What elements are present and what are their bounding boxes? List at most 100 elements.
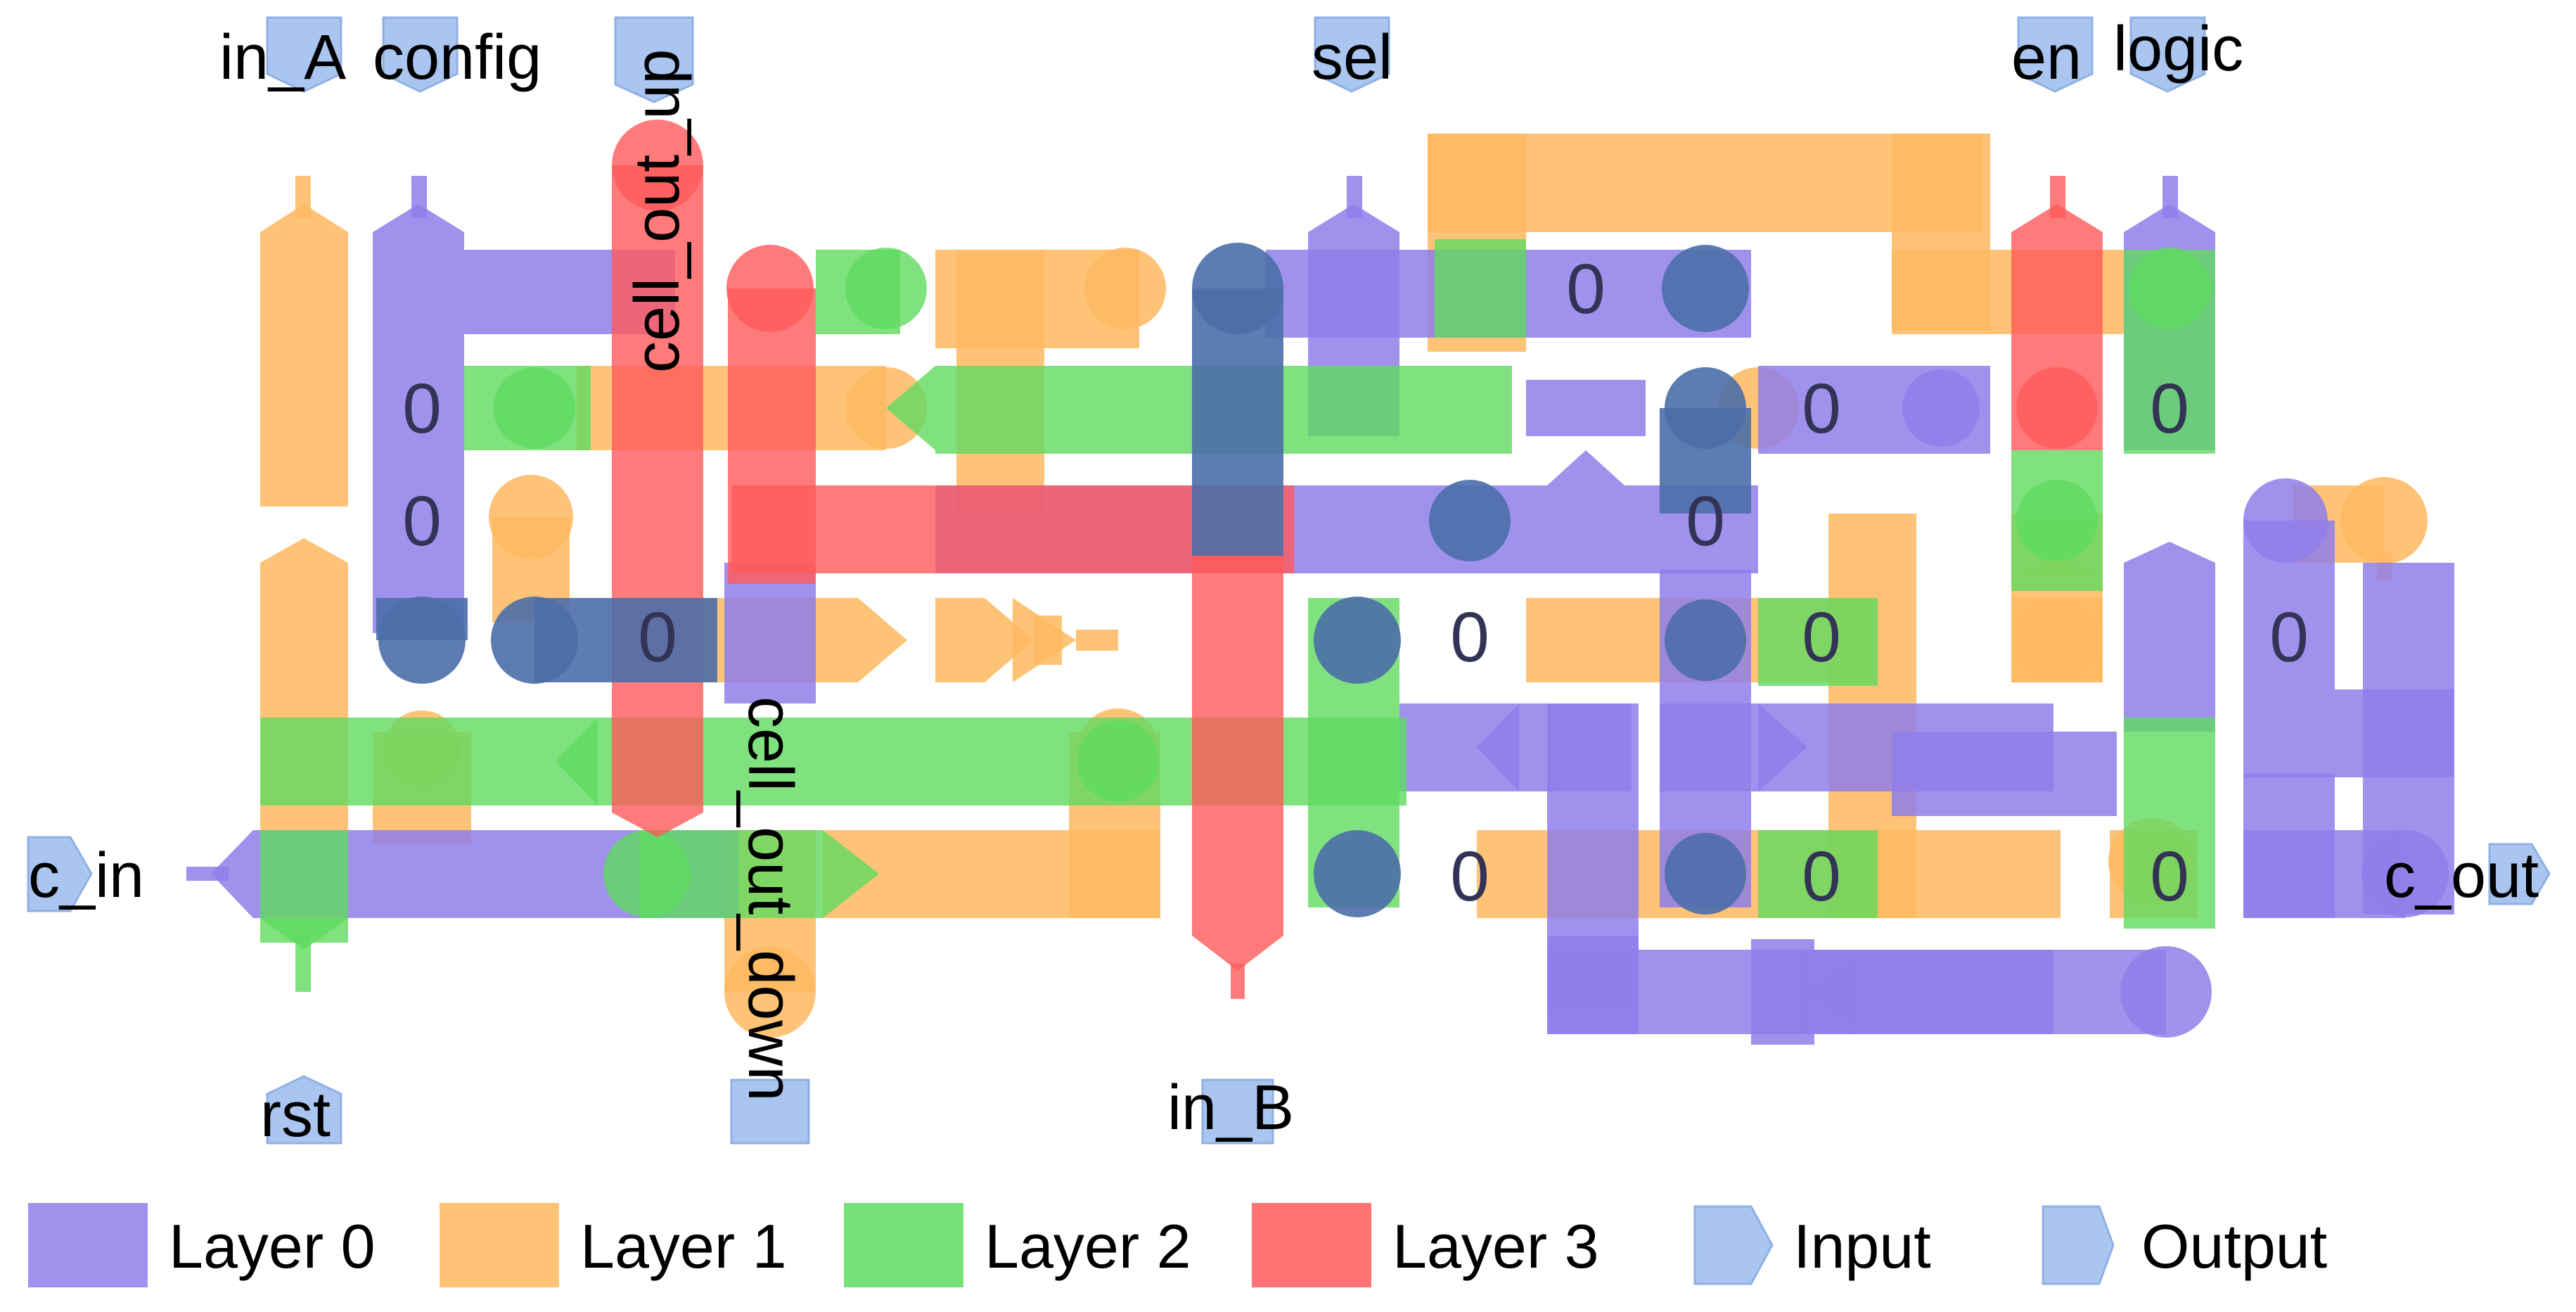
cell-value: 0 [638,598,677,677]
via [1429,480,1511,561]
cell-value: 0 [1686,482,1725,561]
layer2-pad [603,830,691,917]
via-group [376,243,1751,917]
layer2-arrow [260,918,348,950]
layer2-pad [2129,248,2210,329]
port-marker-logic [2129,16,2206,93]
via [491,597,578,684]
layer0-wire [186,867,229,881]
port-label-logic: logic [2113,14,2243,84]
port-label-c_out: c_out [2384,841,2539,911]
cell-value: 0 [1566,250,1606,329]
legend-label-layer0: Layer 0 [169,1211,376,1281]
port-marker-en [2017,16,2094,93]
layer3-wire [2050,176,2065,218]
layer1-wire [260,232,348,507]
layer2-wire [2124,718,2215,929]
legend-swatch-layer2 [844,1203,963,1287]
layer2-wire [1758,598,1878,686]
layer0-pad [2362,830,2449,917]
legend-label-layer3: Layer 3 [1392,1211,1599,1281]
layer0-wire [2124,563,2215,732]
layer0-wire [1399,703,1554,791]
cell-value: 0 [2150,837,2189,916]
port-label-cell_out_down: cell_out_down [735,696,805,1101]
layer1-wire [1076,630,1118,651]
layer0-wire [1892,732,2117,816]
layer0-wire [1800,950,2166,1034]
layer1-pad [724,946,816,1038]
cell-value: 0 [1450,598,1489,677]
layer1-arrow [985,598,1034,682]
legend-swatch-output [2042,1205,2115,1285]
layer0-wire [1347,176,1362,218]
legend-label-output: Output [2141,1211,2327,1281]
layer0-wire [373,232,464,633]
port-label-cell_out_up: cell_out_up [622,49,693,373]
via [1314,830,1401,917]
legend: Layer 0 Layer 1 Layer 2 Layer 3 Input Output [28,1203,2327,1287]
layer0-wire [2162,176,2178,218]
cell-value: 0 [1802,837,1841,916]
port-marker-in_B [1201,1078,1274,1145]
layer0-arrow [1758,703,1807,791]
layer0-wire [1751,939,1814,1045]
layer1-arrow [1013,598,1076,682]
cell-value: 0 [2150,369,2189,448]
layer3-wire [1231,964,1245,999]
layer0-arrow [1477,703,1519,791]
layer3-pad [726,245,814,332]
port-label-in_B: in_B [1167,1073,1294,1143]
via [1665,599,1746,681]
layer0-wire [411,176,427,218]
port-label-config: config [373,23,542,93]
layer2-arrow [556,718,598,805]
layer2-arrow [886,366,935,450]
layer1-pad [1084,248,1166,329]
via [1314,597,1401,684]
layer2-pad [1077,720,1159,802]
via [1665,833,1746,915]
port-marker-sel [1314,16,1390,93]
port-marker-config [382,16,459,93]
legend-label-layer1: Layer 1 [580,1211,787,1281]
legend-swatch-layer0 [28,1203,148,1287]
legend-label-input: Input [1793,1211,1931,1281]
via-wire [1660,408,1751,514]
port-label-sel: sel [1312,23,1392,93]
via [1192,243,1283,334]
layer3-wire [612,165,703,813]
cell-value: 0 [1802,598,1841,677]
legend-label-layer2: Layer 2 [985,1211,1191,1281]
via [1662,245,1749,332]
layer0-arrow [1547,450,1625,485]
port-label-en: en [2011,23,2082,93]
port-labels: in_A config cell_out_up sel en logic c_i… [28,14,2539,1150]
legend-swatch-layer3 [1252,1203,1371,1287]
layer2-pad [2016,480,2098,561]
port-label-rst: rst [260,1080,331,1150]
layer2-wire [295,936,311,992]
layer1-wire [295,176,311,218]
layer3-arrow [1192,936,1283,971]
legend-swatch-input [1693,1205,1774,1285]
layer1-arrow [260,538,348,563]
layer0-arrow [211,830,253,918]
layer3-pad [612,120,703,211]
layer2-pad [494,367,575,449]
layer2-arrow [823,830,879,918]
layer3-arrow [612,813,703,837]
cell-values: 0 0 0 0 0 0 0 0 0 0 0 0 0 [402,250,2309,916]
port-marker-c_out [2488,843,2551,905]
cell-value: 0 [1802,369,1841,448]
via-wire [376,598,468,640]
layer0-arrow [1807,950,1857,1034]
layer0-wire [724,563,816,703]
layer0-pad [2243,478,2328,563]
port-marker-rst [266,1075,342,1145]
port-label-in_A: in_A [219,23,346,93]
cell-value: 0 [402,369,442,448]
layer1-wire [935,598,985,682]
